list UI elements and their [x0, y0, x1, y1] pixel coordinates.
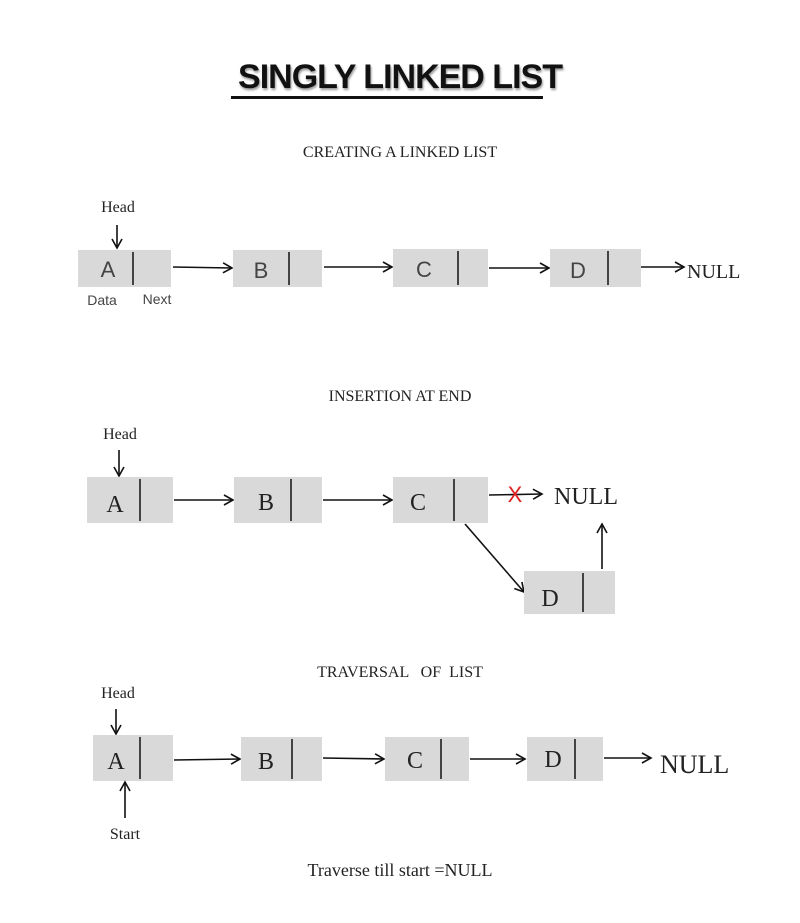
node-d-3: D	[527, 737, 603, 781]
link-arrow-a-b-3	[173, 753, 242, 765]
node-label-d-1: D	[570, 258, 586, 283]
section-heading-creating: CREATING A LINKED LIST	[302, 144, 498, 161]
removed-link-marker: X	[508, 482, 523, 507]
node-label-c-1: C	[416, 257, 432, 282]
section-heading-insertion: INSERTION AT END	[328, 388, 472, 405]
section-heading-traversal: TRAVERSAL OF LIST	[317, 664, 483, 681]
title-underline	[231, 96, 543, 99]
node-d-2: D	[524, 571, 615, 614]
data-label: Data	[87, 292, 117, 308]
node-a-2: A	[87, 477, 173, 523]
link-arrow-a-b-1	[172, 262, 234, 274]
link-arrow-c-d-2	[464, 523, 526, 594]
node-label-b-2: B	[258, 490, 274, 516]
head-label-3: Head	[101, 685, 135, 702]
node-c-3: C	[385, 737, 469, 781]
null-label-2: NULL	[554, 484, 618, 510]
page-title: SINGLY LINKED LIST	[238, 58, 563, 96]
next-label: Next	[143, 291, 172, 307]
node-label-b-1: B	[254, 258, 269, 283]
node-label-d-3: D	[544, 747, 561, 773]
null-label-3: NULL	[660, 750, 729, 779]
node-label-b-3: B	[258, 749, 274, 775]
node-label-a-3: A	[107, 749, 125, 775]
node-label-a-1: A	[101, 257, 116, 282]
node-c-1: C	[393, 249, 488, 287]
head-label-2: Head	[103, 426, 137, 443]
node-a-1: A	[78, 250, 171, 287]
null-label-1: NULL	[687, 261, 740, 283]
traversal-note: Traverse till start =NULL	[307, 860, 493, 880]
node-b-3: B	[241, 737, 322, 781]
node-b-2: B	[234, 477, 322, 523]
node-label-c-3: C	[407, 748, 423, 774]
node-a-3: A	[93, 735, 173, 781]
node-label-d-2: D	[541, 586, 558, 612]
node-c-2: C	[393, 477, 488, 523]
start-label: Start	[110, 826, 141, 843]
link-arrow-b-c-3	[322, 753, 386, 765]
node-d-1: D	[550, 249, 641, 287]
removed-link-arrow	[488, 488, 544, 500]
node-label-a-2: A	[106, 492, 124, 518]
node-label-c-2: C	[410, 490, 426, 516]
node-b-1: B	[233, 250, 322, 287]
head-label-1: Head	[101, 199, 135, 216]
